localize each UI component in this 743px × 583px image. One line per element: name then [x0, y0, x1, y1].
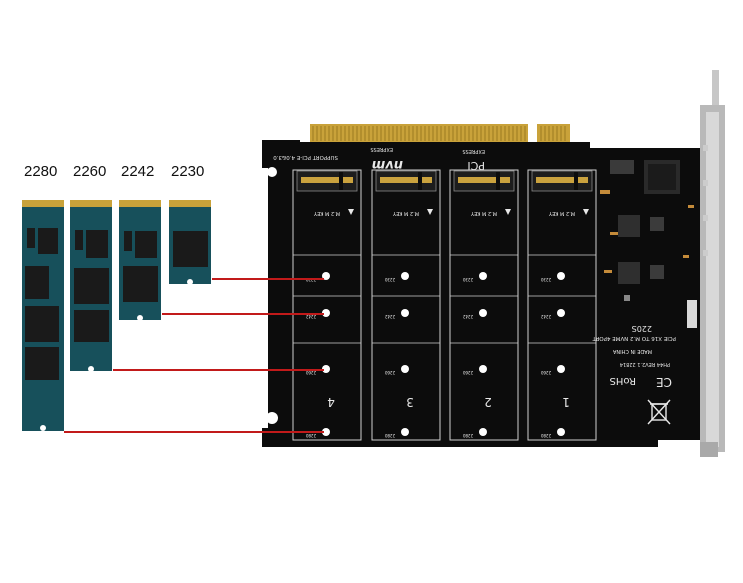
hole-label: 2280 — [462, 433, 473, 438]
m2-key-label: M.2 M KEY — [313, 210, 340, 216]
pcie-express-text: EXPRESS — [462, 148, 485, 154]
m2-slot-3: M.2 M KEY 2230 2242 2260 2280 3 — [371, 169, 441, 441]
m2-key-label: M.2 M KEY — [470, 210, 497, 216]
led-column — [703, 145, 708, 256]
size-label-2242: 2242 — [121, 163, 155, 180]
metal-bracket — [700, 70, 725, 457]
weee-bin-icon — [647, 399, 671, 425]
hole-label: 2280 — [384, 433, 395, 438]
size-label-2230: 2230 — [171, 163, 205, 180]
size-label-2280: 2280 — [24, 163, 58, 180]
hole-label: 2230 — [540, 277, 551, 282]
m2-key-label: M.2 M KEY — [392, 210, 419, 216]
hole-label: 2242 — [462, 314, 473, 319]
m2-slot-1: M.2 M KEY 2230 2242 2260 2280 1 — [527, 169, 597, 441]
guide-lines — [64, 278, 324, 433]
hole-label: 2260 — [305, 370, 316, 375]
m2-slot-4: M.2 M KEY22302242226022804 — [292, 169, 362, 441]
ssd-2230 — [169, 200, 211, 285]
pcie-logo: PCI — [467, 159, 485, 172]
ssd-2280 — [22, 200, 64, 431]
hole-label: 2230 — [384, 277, 395, 282]
rev-text: PH44 REV2.1 22814 — [620, 361, 670, 367]
slot-number: 3 — [406, 395, 414, 409]
hole-label: 2260 — [540, 370, 551, 375]
made-in-text: MADE IN CHINA — [612, 348, 652, 354]
hole-label: 2280 — [305, 433, 316, 438]
hole-label: 2280 — [540, 433, 551, 438]
hole-label: 2242 — [384, 314, 395, 319]
slot-number: 4 — [327, 395, 335, 409]
m2-key-label: M.2 M KEY — [548, 210, 575, 216]
hole-label: 2230 — [462, 277, 473, 282]
hole-label: 2260 — [462, 370, 473, 375]
ce-mark: CE — [656, 375, 672, 389]
size-label-2260: 2260 — [73, 163, 107, 180]
slot-number: 2 — [484, 395, 492, 409]
nvme-logo: nvm — [372, 157, 403, 172]
m2-slot-2: M.2 M KEY 2230 2242 2260 2280 2 — [449, 169, 519, 441]
hole-label: 2242 — [540, 314, 551, 319]
hole-label: 2242 — [305, 314, 316, 319]
model-text: PCIE X16 TO M.2 NVME 4PORT — [592, 335, 676, 341]
hole-label: 2260 — [384, 370, 395, 375]
support-text: SUPPORT PCI-E 4.0&3.0 — [273, 154, 338, 160]
nvme-express-text: EXPRESS — [370, 146, 393, 152]
pcie-gold-connector — [310, 124, 570, 142]
power-components — [600, 160, 697, 328]
rohs-mark: RoHS — [610, 375, 636, 386]
date-code: 220S — [632, 324, 652, 333]
ssd-2260 — [70, 200, 112, 372]
slot-number: 1 — [562, 395, 570, 409]
ssd-2242 — [119, 200, 161, 321]
